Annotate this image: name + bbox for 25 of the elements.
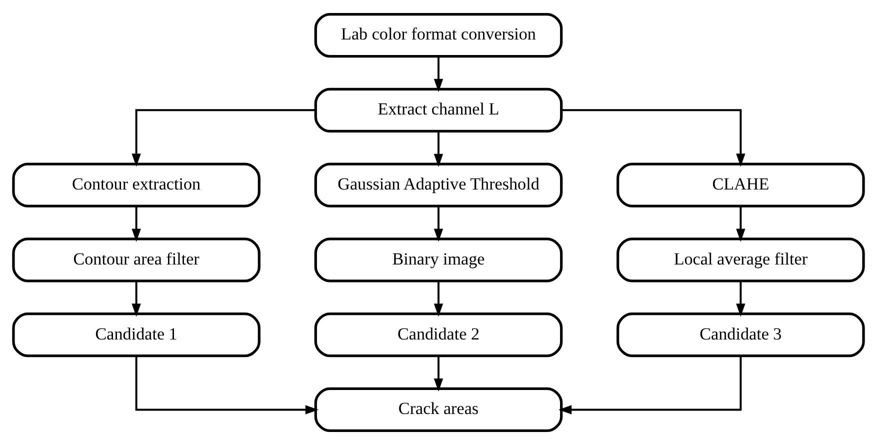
node-box: Extract channel L <box>314 87 563 132</box>
arrow <box>434 356 444 392</box>
arrow <box>561 108 746 166</box>
node-box: Contour area filter <box>12 237 260 282</box>
arrow <box>736 280 746 316</box>
node-box: Lab color format conversion <box>314 12 563 58</box>
node-box: Contour extraction <box>12 162 260 207</box>
node-box: Binary image <box>314 237 563 282</box>
node-box: Gaussian Adaptive Threshold <box>314 162 563 207</box>
node-box: CLAHE <box>616 162 865 207</box>
arrow <box>434 56 444 92</box>
arrow <box>434 280 444 316</box>
node-box: Candidate 2 <box>314 312 563 357</box>
arrow <box>434 206 444 242</box>
node-box: Candidate 1 <box>12 312 260 357</box>
arrow <box>135 356 319 414</box>
node-box: Crack areas <box>314 386 563 432</box>
node-box: Candidate 3 <box>616 312 865 357</box>
node-box: Local average filter <box>616 237 865 282</box>
arrow <box>132 108 316 166</box>
arrow <box>558 356 742 414</box>
arrow <box>132 206 141 242</box>
arrow <box>132 280 141 316</box>
arrow <box>434 130 444 166</box>
arrow <box>736 206 746 242</box>
